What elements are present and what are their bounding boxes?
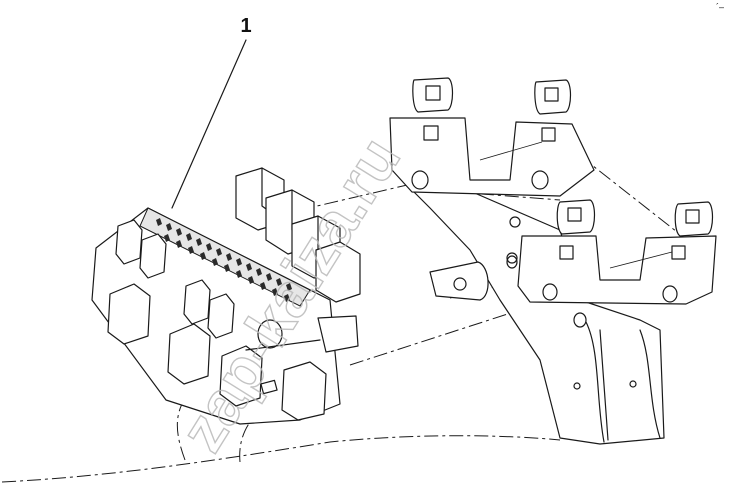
upper-relay-bracket: [389, 77, 595, 197]
corner-mark: ´–: [716, 2, 724, 12]
callout-label-1: 1: [240, 15, 251, 37]
mounting-bracket: [411, 177, 665, 445]
fuse-relay-block: [91, 167, 361, 425]
fuse-slot-pins: [156, 218, 292, 302]
lower-relay-bracket: [506, 199, 717, 328]
relay-modules: [235, 167, 361, 303]
callout-1: 1: [171, 15, 252, 209]
side-connectors: [107, 219, 327, 421]
